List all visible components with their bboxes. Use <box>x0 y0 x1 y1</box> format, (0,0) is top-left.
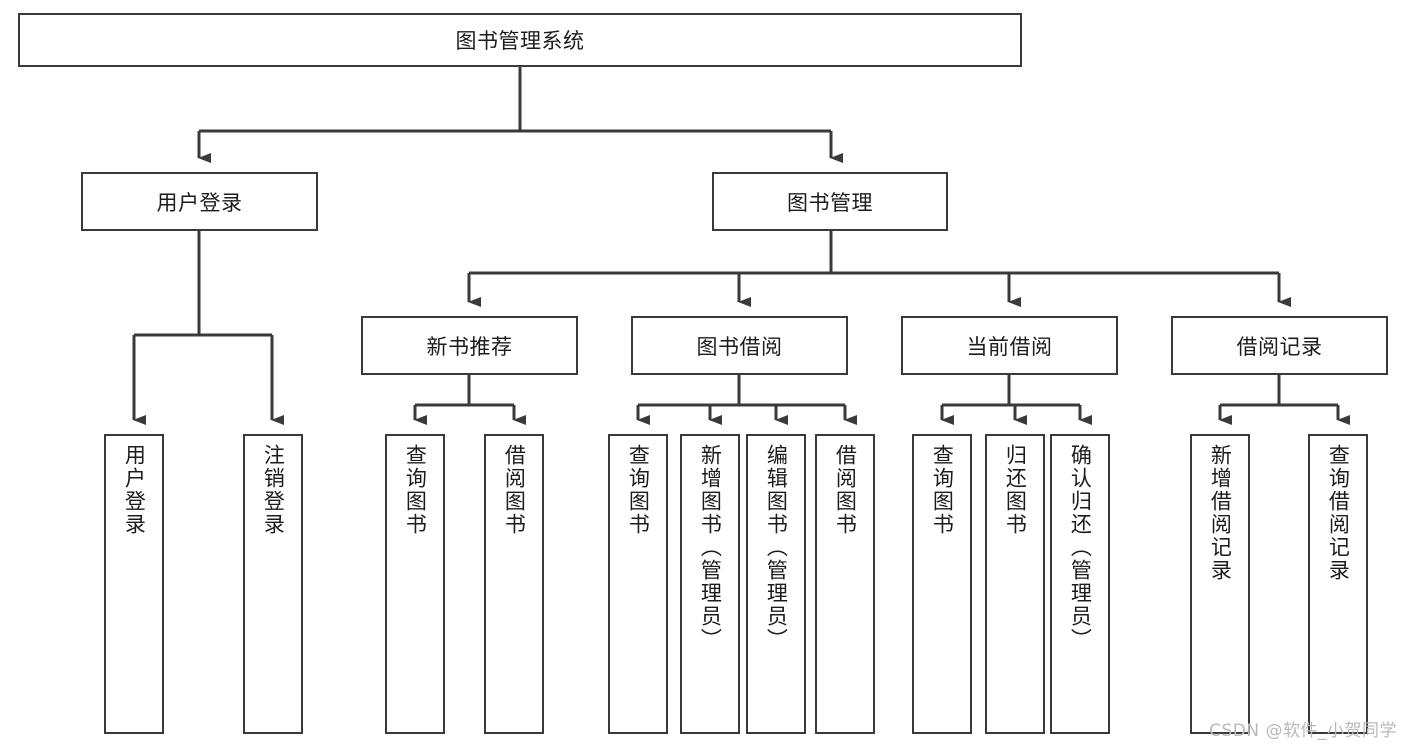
csdn-watermark: CSDN @软件_小贺同学 <box>1209 721 1397 741</box>
leaf-query-book-borrow[interactable]: 查询图书 <box>608 434 668 734</box>
node-book-borrow[interactable]: 图书借阅 <box>631 316 848 375</box>
leaf-query-book-current[interactable]: 查询图书 <box>912 434 972 734</box>
node-borrow-record[interactable]: 借阅记录 <box>1171 316 1388 375</box>
leaf-user-login[interactable]: 用户登录 <box>104 434 164 734</box>
leaf-label: 归还图书 <box>1003 444 1028 536</box>
node-user-login[interactable]: 用户登录 <box>81 172 318 231</box>
node-new-book-recommend[interactable]: 新书推荐 <box>361 316 578 375</box>
node-book-management[interactable]: 图书管理 <box>712 172 948 231</box>
leaf-add-borrow-record[interactable]: 新增借阅记录 <box>1190 434 1250 734</box>
leaf-label: 新增图书（管理员） <box>698 444 723 651</box>
leaf-logout[interactable]: 注销登录 <box>243 434 303 734</box>
node-user-login-label: 用户登录 <box>156 190 243 215</box>
leaf-query-book-recommend[interactable]: 查询图书 <box>385 434 445 734</box>
leaf-label: 确认归还（管理员） <box>1068 444 1093 651</box>
leaf-borrow-book-recommend[interactable]: 借阅图书 <box>484 434 544 734</box>
leaf-label: 新增借阅记录 <box>1208 444 1233 582</box>
leaf-add-book-admin[interactable]: 新增图书（管理员） <box>680 434 740 734</box>
leaf-label: 查询图书 <box>403 444 428 536</box>
leaf-label: 编辑图书（管理员） <box>764 444 789 651</box>
leaf-label: 注销登录 <box>261 444 286 536</box>
node-root[interactable]: 图书管理系统 <box>18 13 1022 67</box>
leaf-borrow-book[interactable]: 借阅图书 <box>815 434 875 734</box>
leaf-edit-book-admin[interactable]: 编辑图书（管理员） <box>746 434 806 734</box>
node-current-borrow-label: 当前借阅 <box>966 334 1053 359</box>
leaf-label: 查询图书 <box>626 444 651 536</box>
leaf-query-borrow-record[interactable]: 查询借阅记录 <box>1308 434 1368 734</box>
node-new-book-recommend-label: 新书推荐 <box>426 334 513 359</box>
leaf-confirm-return-admin[interactable]: 确认归还（管理员） <box>1050 434 1110 734</box>
node-book-management-label: 图书管理 <box>787 190 873 215</box>
leaf-label: 查询借阅记录 <box>1326 444 1351 582</box>
leaf-label: 借阅图书 <box>833 444 858 536</box>
leaf-label: 查询图书 <box>930 444 955 536</box>
leaf-return-book[interactable]: 归还图书 <box>985 434 1045 734</box>
leaf-label: 借阅图书 <box>502 444 527 536</box>
leaf-label: 用户登录 <box>122 444 147 536</box>
node-current-borrow[interactable]: 当前借阅 <box>901 316 1118 375</box>
node-root-label: 图书管理系统 <box>455 29 585 53</box>
node-book-borrow-label: 图书借阅 <box>696 334 783 359</box>
node-borrow-record-label: 借阅记录 <box>1236 334 1323 359</box>
